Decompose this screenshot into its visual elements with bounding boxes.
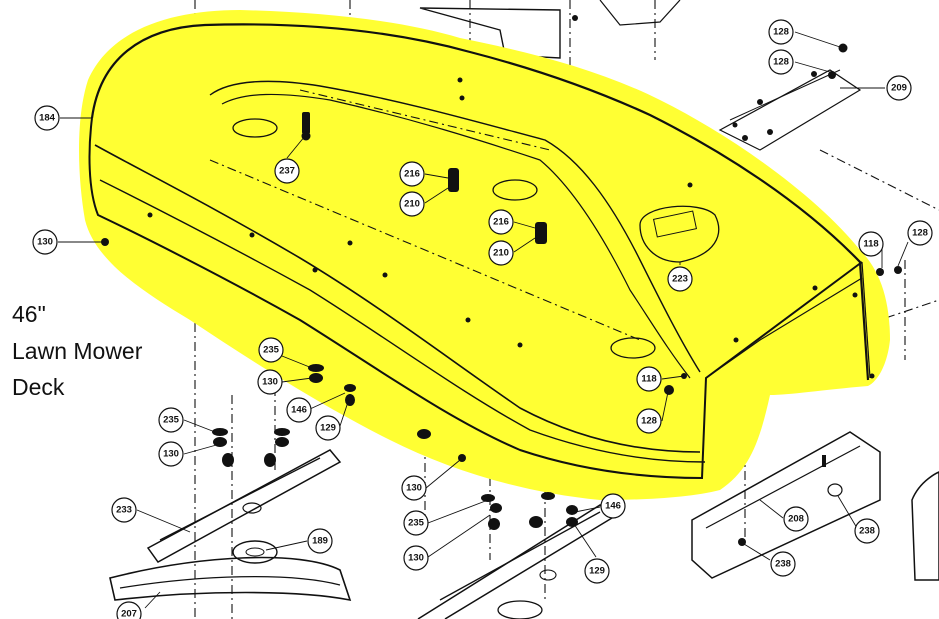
callout-216: 216 [399,161,425,187]
callout-128: 128 [907,220,933,246]
callout-label: 129 [320,423,336,434]
callout-237: 237 [274,158,300,184]
caption-size: 46" [12,301,46,327]
callout-label: 130 [406,483,422,494]
callout-210: 210 [488,240,514,266]
callout-207: 207 [116,601,142,619]
callout-label: 128 [773,57,789,68]
callout-129: 129 [584,558,610,584]
callout-238: 238 [854,518,880,544]
callout-label: 237 [279,166,295,177]
callout-146: 146 [286,397,312,423]
callout-label: 118 [641,374,656,385]
callout-label: 146 [291,405,307,416]
callout-label: 128 [912,228,928,239]
callout-label: 130 [37,237,53,248]
callout-label: 130 [163,449,179,460]
callout-210: 210 [399,191,425,217]
callout-238: 238 [770,551,796,577]
callout-130: 130 [403,545,429,571]
deck-outline [88,23,871,480]
callout-label: 216 [404,169,420,180]
callout-118: 118 [636,366,662,392]
callout-label: 207 [121,609,137,619]
callout-label: 129 [589,566,605,577]
callout-label: 184 [39,113,56,124]
leader-lines [58,31,909,609]
callout-209: 209 [886,75,912,101]
callout-label: 235 [163,415,180,426]
caption-product: Lawn Mower [12,338,143,364]
deck-fasteners [101,15,902,395]
callout-label: 223 [672,274,688,285]
callout-label: 216 [493,217,509,228]
callout-label: 235 [408,518,425,529]
callout-129: 129 [315,415,341,441]
callout-label: 233 [116,505,132,516]
callout-label: 210 [404,199,420,210]
callout-label: 128 [641,416,657,427]
callout-146: 146 [600,493,626,519]
callout-label: 189 [312,536,328,547]
callout-label: 238 [775,559,791,570]
callout-label: 128 [773,27,789,38]
callout-label: 209 [891,83,907,94]
callout-233: 233 [111,497,137,523]
callout-label: 130 [408,553,424,564]
lower-hardware [212,364,578,530]
callout-130: 130 [32,229,58,255]
callout-128: 128 [768,19,794,45]
callout-130: 130 [158,441,184,467]
callout-208: 208 [783,506,809,532]
callout-128: 128 [636,408,662,434]
callout-130: 130 [257,369,283,395]
callout-label: 118 [863,239,878,250]
callout-label: 146 [605,501,621,512]
caption-part: Deck [12,374,65,400]
callout-235: 235 [403,510,429,536]
callout-128: 128 [768,49,794,75]
callout-130: 130 [401,475,427,501]
callout-216: 216 [488,209,514,235]
callout-189: 189 [307,528,333,554]
callout-label: 130 [262,377,278,388]
callout-118: 118 [858,231,884,257]
callout-235: 235 [158,407,184,433]
callout-label: 208 [788,514,804,525]
callout-label: 238 [859,526,875,537]
callout-223: 223 [667,266,693,292]
callout-label: 235 [263,345,280,356]
callout-235: 235 [258,337,284,363]
callout-184: 184 [34,105,60,131]
callout-label: 210 [493,248,509,259]
